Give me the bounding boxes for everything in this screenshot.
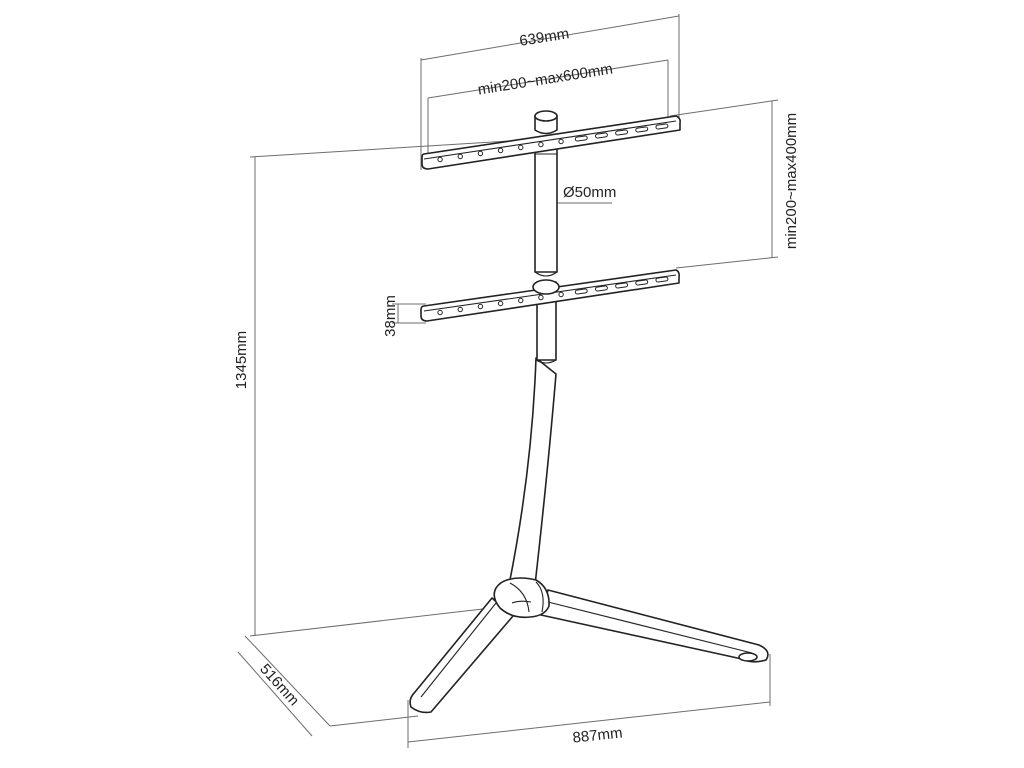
mounting-hole xyxy=(518,297,524,304)
mounting-hole xyxy=(437,309,443,316)
mounting-slot xyxy=(574,135,588,142)
mounting-slot xyxy=(615,282,629,289)
mounting-hole xyxy=(497,147,504,154)
mounting-hole xyxy=(477,303,484,310)
pole xyxy=(508,139,558,586)
mounting-hole xyxy=(538,294,544,301)
mounting-slot xyxy=(574,288,588,295)
pole-diameter-label: Ø50mm xyxy=(563,184,616,201)
vesa-height-label: min200~max400mm xyxy=(783,113,800,249)
mounting-hole xyxy=(457,153,463,160)
total-width-label: 639mm xyxy=(518,25,570,50)
mounting-hole xyxy=(477,150,484,157)
total-height-label: 1345mm xyxy=(233,331,250,389)
mounting-slot xyxy=(594,132,608,139)
top-mounting-bracket xyxy=(421,110,681,170)
mounting-slot xyxy=(594,285,608,292)
base-width-label: 887mm xyxy=(572,724,624,746)
mounting-hole xyxy=(437,156,443,163)
mounting-hole xyxy=(538,141,544,148)
lower-bracket-holes xyxy=(437,276,669,316)
top-bracket-holes xyxy=(437,123,669,163)
base xyxy=(409,577,769,714)
mounting-hole xyxy=(558,138,564,145)
vesa-width-label: min200~max600mm xyxy=(477,60,614,98)
mounting-hole xyxy=(558,291,564,298)
mounting-slot xyxy=(615,129,629,136)
mounting-slot xyxy=(655,123,669,130)
base-depth-label: 516mm xyxy=(256,661,302,710)
dimension-lines xyxy=(237,14,779,748)
mounting-slot xyxy=(635,279,649,286)
mounting-slot xyxy=(635,126,649,133)
mounting-hole xyxy=(518,144,524,151)
bracket-height-label: 38mm xyxy=(382,295,399,337)
mounting-hole xyxy=(497,300,504,307)
lower-mounting-bracket xyxy=(420,269,680,322)
mounting-hole xyxy=(457,306,463,313)
mounting-slot xyxy=(655,276,669,283)
